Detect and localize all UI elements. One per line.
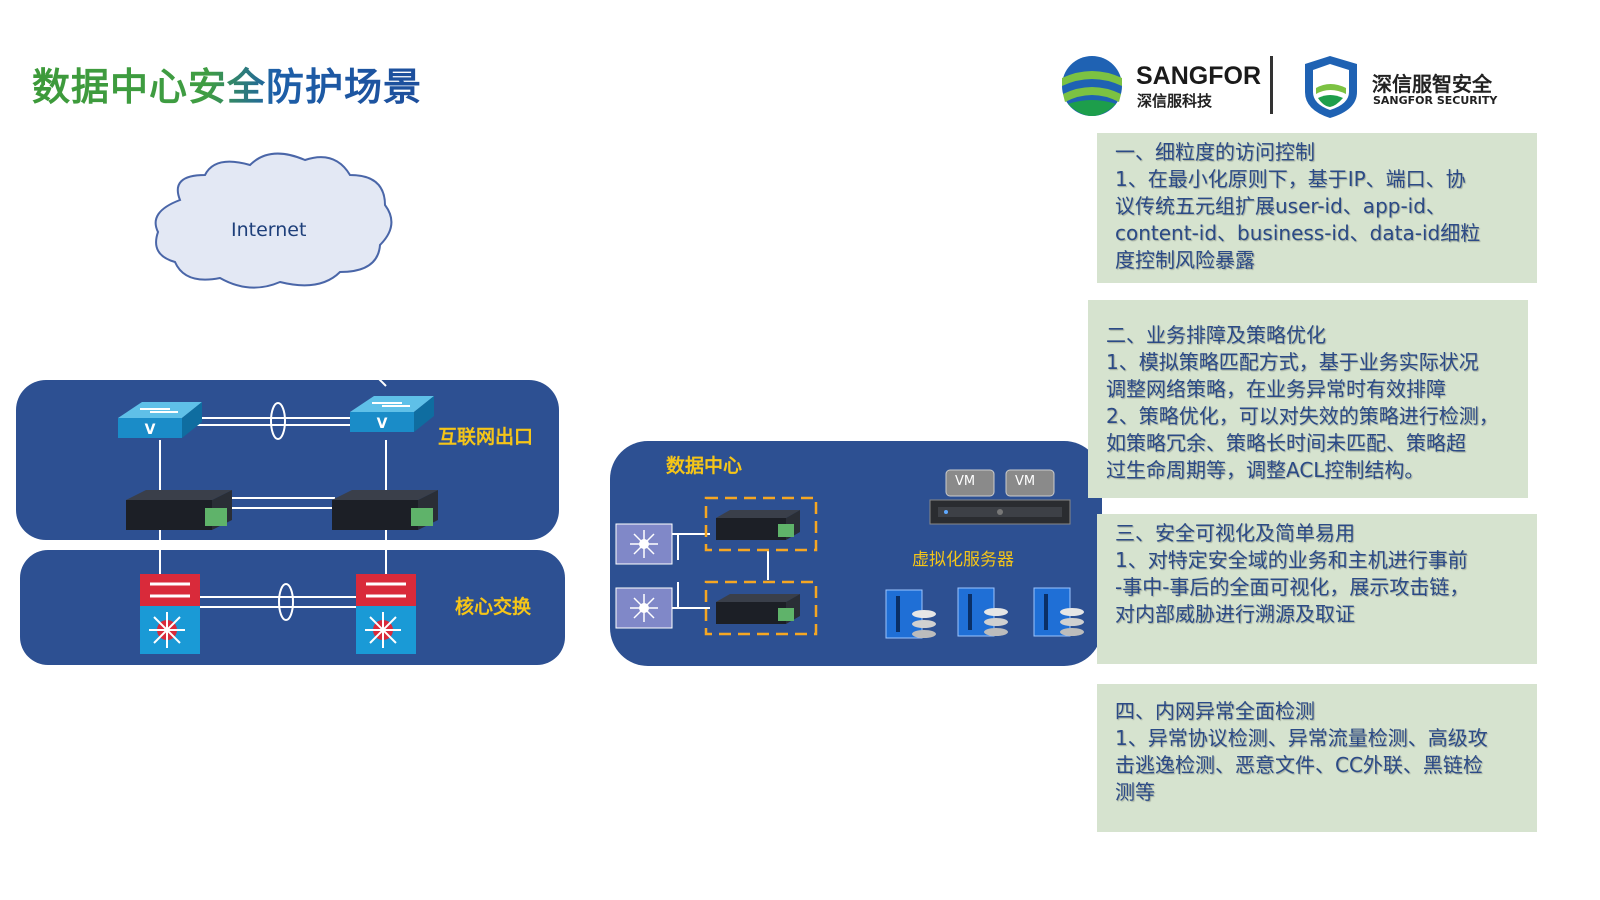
info-line: 1、模拟策略匹配方式，基于业务实际状况 [1106, 350, 1479, 374]
info-line: 度控制风险暴露 [1115, 248, 1255, 272]
datacenter-label: 数据中心 [666, 455, 743, 477]
svg-text:V: V [377, 416, 388, 432]
firewall-right-icon [332, 490, 438, 530]
internet-exit-links [159, 377, 387, 575]
info-line: 议传统五元组扩展user-id、app-id、 [1115, 194, 1446, 218]
core-switch-right-icon [356, 574, 416, 654]
info-line: 过生命周期等，调整ACL控制结构。 [1106, 458, 1425, 482]
vm-box-1 [945, 469, 995, 497]
switch-left-icon: V [118, 402, 202, 438]
info-box-access-control: 一、细粒度的访问控制 1、在最小化原则下，基于IP、端口、协 议传统五元组扩展u… [1097, 133, 1537, 283]
info-line: -事中-事后的全面可视化，展示攻击链， [1115, 575, 1470, 599]
info-line: 对内部威胁进行溯源及取证 [1115, 602, 1355, 626]
virtualization-server-label: 虚拟化服务器 [912, 550, 1014, 570]
datacenter-links [672, 533, 769, 609]
datacenter-firewall-top-icon [716, 510, 800, 540]
virtualization-server-icon [929, 499, 1071, 525]
firewall-cluster-top-box [704, 496, 818, 552]
datacenter-switch-bottom-icon [615, 587, 673, 629]
info-box-troubleshooting: 二、业务排障及策略优化 1、模拟策略匹配方式，基于业务实际状况 调整网络策略，在… [1088, 300, 1528, 498]
internet-cloud-label: Internet [231, 219, 307, 241]
firewall-left-icon [126, 490, 232, 530]
internet-cloud-icon [154, 152, 393, 289]
info-heading: 四、内网异常全面检测 [1115, 699, 1315, 723]
info-line: 测等 [1115, 780, 1155, 804]
datacenter-firewall-bottom-icon [716, 594, 800, 624]
vm-label-1: VM [955, 474, 976, 489]
info-line: 1、异常协议检测、异常流量检测、高级攻 [1115, 726, 1488, 750]
db-server-3-icon [1033, 587, 1084, 637]
info-heading: 二、业务排障及策略优化 [1106, 323, 1326, 347]
switch-right-icon: V [350, 396, 434, 432]
info-line: 1、对特定安全域的业务和主机进行事前 [1115, 548, 1468, 572]
datacenter-switch-top-icon [615, 523, 673, 565]
info-line: 2、策略优化，可以对失效的策略进行检测， [1106, 404, 1499, 428]
info-heading: 一、细粒度的访问控制 [1115, 140, 1315, 164]
internet-exit-label: 互联网出口 [438, 426, 534, 448]
brand-en-text: SANGFOR [1136, 62, 1261, 90]
core-switch-label: 核心交换 [455, 596, 532, 618]
info-line: 击逃逸检测、恶意文件、CC外联、黑链检 [1115, 753, 1483, 777]
info-box-anomaly-detection: 四、内网异常全面检测 1、异常协议检测、异常流量检测、高级攻 击逃逸检测、恶意文… [1097, 684, 1537, 832]
brand-cn-text: 深信服科技 [1137, 92, 1213, 110]
info-heading: 三、安全可视化及简单易用 [1115, 521, 1355, 545]
security-en-text: SANGFOR SECURITY [1373, 94, 1498, 107]
core-switch-links [200, 583, 358, 621]
info-line: content-id、business-id、data-id细粒 [1115, 221, 1481, 245]
info-box-visualization: 三、安全可视化及简单易用 1、对特定安全域的业务和主机进行事前 -事中-事后的全… [1097, 514, 1537, 664]
page-title: 数据中心安全防护场景 [32, 56, 422, 111]
svg-text:V: V [145, 422, 156, 438]
internet-exit-panel [16, 380, 559, 540]
info-line: 1、在最小化原则下，基于IP、端口、协 [1115, 167, 1466, 191]
info-line: 如策略冗余、策略长时间未匹配、策略超 [1106, 431, 1466, 455]
vm-label-2: VM [1015, 474, 1036, 489]
security-cn-text: 深信服智安全 [1372, 72, 1492, 96]
db-server-2-icon [957, 587, 1008, 637]
vm-box-2 [1005, 469, 1055, 497]
db-server-1-icon [885, 589, 936, 639]
firewall-cluster-bottom-box [704, 580, 818, 636]
info-line: 调整网络策略，在业务异常时有效排障 [1106, 377, 1446, 401]
core-switch-left-icon [140, 574, 200, 654]
